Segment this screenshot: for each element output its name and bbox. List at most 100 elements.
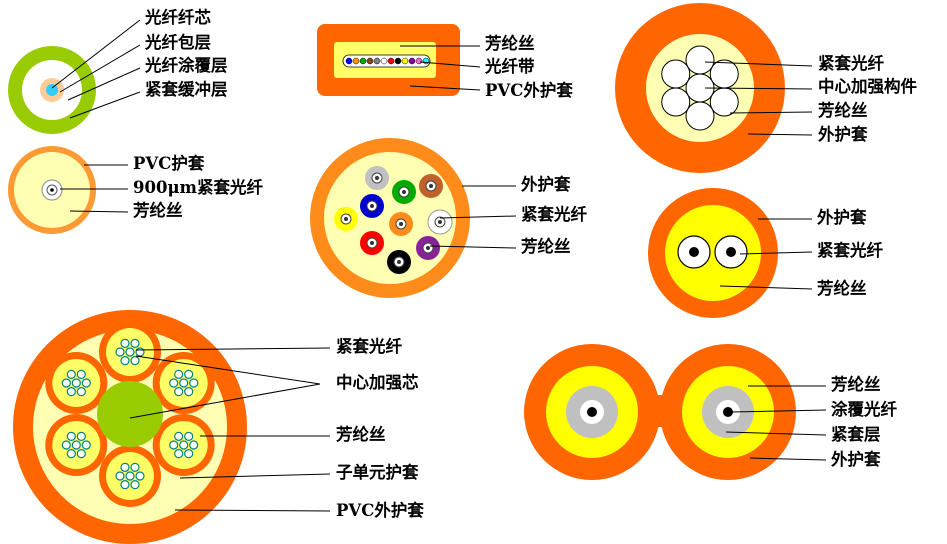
diagram-eight-fiber-cable: 外护套 紧套光纤 芳纶丝 bbox=[310, 138, 588, 298]
leader-line bbox=[719, 285, 813, 290]
ribbon-fiber bbox=[394, 57, 402, 65]
subunit-fiber bbox=[76, 431, 86, 441]
ribbon-fiber bbox=[408, 57, 416, 65]
subunit-fiber bbox=[120, 480, 130, 490]
leader-line bbox=[409, 85, 481, 91]
leader-line bbox=[739, 251, 813, 255]
ribbon-fiber bbox=[352, 57, 360, 65]
label: 中心加强构件 bbox=[818, 76, 918, 96]
label: 子单元护套 bbox=[336, 462, 419, 482]
ribbon-fiber bbox=[401, 57, 409, 65]
diagram-breakout-cable: 紧套光纤 中心加强芯 芳纶丝 子单元护套 PVC外护套 bbox=[13, 310, 424, 544]
subunit-fiber bbox=[115, 471, 125, 481]
leader-line bbox=[725, 431, 827, 436]
leader-line bbox=[704, 61, 813, 67]
fiber-core bbox=[370, 241, 374, 245]
label: 芳纶丝 bbox=[817, 278, 867, 298]
subunit-fiber bbox=[125, 347, 135, 357]
fiber-core bbox=[726, 247, 736, 257]
label: 900μm紧套光纤 bbox=[133, 177, 263, 197]
label: 芳纶丝 bbox=[831, 374, 881, 394]
leader-line bbox=[179, 473, 331, 479]
leader-line bbox=[135, 347, 331, 351]
subunit-fiber bbox=[130, 480, 140, 490]
label: 外护套 bbox=[831, 449, 881, 469]
leader-line bbox=[67, 67, 141, 101]
ribbon-fiber bbox=[359, 57, 367, 65]
subunit-fiber bbox=[184, 449, 194, 459]
label: 光纤带 bbox=[484, 56, 535, 76]
fiber-core bbox=[375, 176, 379, 180]
leader-line bbox=[174, 509, 331, 512]
subunit-fiber bbox=[174, 449, 184, 459]
subunit-fiber bbox=[115, 347, 125, 357]
label: 涂覆光纤 bbox=[831, 399, 898, 419]
subunit-fiber bbox=[66, 369, 76, 379]
subunit-fiber bbox=[81, 378, 91, 388]
fiber-core bbox=[344, 217, 348, 221]
fiber-core bbox=[426, 246, 430, 250]
tight-buffered-fiber bbox=[661, 59, 691, 89]
ribbon-fiber bbox=[366, 57, 374, 65]
label: 紧套缓冲层 bbox=[145, 79, 228, 99]
label: 紧套光纤 bbox=[336, 336, 403, 356]
diagram-zipcord-duplex-cable: 芳纶丝 涂覆光纤 紧套层 外护套 bbox=[524, 344, 898, 480]
label: 芳纶丝 bbox=[818, 100, 868, 120]
subunit-fiber bbox=[189, 378, 199, 388]
tight-buffered-fiber bbox=[685, 45, 715, 75]
leader-line bbox=[439, 215, 517, 219]
subunit-fiber bbox=[184, 387, 194, 397]
label: 中心加强芯 bbox=[336, 372, 419, 392]
ribbon-fiber bbox=[380, 57, 388, 65]
diagram-single-fiber: 光纤纤芯 光纤包层 光纤涂覆层 紧套缓冲层 bbox=[8, 7, 228, 134]
subunit-fiber bbox=[120, 338, 130, 348]
subunit-fiber bbox=[169, 440, 179, 450]
subunit-fiber bbox=[179, 378, 189, 388]
leader-line bbox=[59, 44, 141, 93]
tight-buffered-fibers bbox=[661, 45, 739, 131]
subunit-fiber bbox=[71, 378, 81, 388]
subunit-fiber bbox=[66, 449, 76, 459]
fiber-core bbox=[370, 204, 374, 208]
tight-buffered-fiber bbox=[709, 59, 739, 89]
label: 芳纶丝 bbox=[521, 236, 571, 256]
label: PVC外护套 bbox=[336, 500, 424, 520]
subunit-fiber bbox=[130, 462, 140, 472]
subunit-fiber bbox=[61, 440, 71, 450]
diagram-ribbon-cable: 芳纶丝 光纤带 PVC外护套 bbox=[317, 24, 573, 100]
subunit-fiber bbox=[174, 369, 184, 379]
subunit-fiber bbox=[189, 440, 199, 450]
fiber-core bbox=[429, 184, 433, 188]
subunit-fiber bbox=[184, 431, 194, 441]
ribbon-fiber bbox=[415, 57, 423, 65]
fiber-core bbox=[399, 222, 403, 226]
leader-line bbox=[729, 111, 813, 114]
aramid-yarn bbox=[665, 205, 761, 301]
label: 外护套 bbox=[818, 124, 868, 144]
subunit-fiber bbox=[125, 471, 135, 481]
tight-buffered-fiber bbox=[661, 87, 691, 117]
tight-buffered-fiber bbox=[685, 101, 715, 131]
fiber-core-right bbox=[723, 407, 733, 417]
subunit-fiber bbox=[66, 431, 76, 441]
subunit-fiber bbox=[120, 462, 130, 472]
subunit-fiber bbox=[135, 471, 145, 481]
label: 外护套 bbox=[817, 207, 867, 227]
ribbon-fiber bbox=[387, 57, 395, 65]
label: 芳纶丝 bbox=[485, 33, 535, 53]
leader-line bbox=[135, 355, 321, 385]
leader-line bbox=[429, 245, 517, 249]
label: 光纤涂覆层 bbox=[144, 55, 228, 75]
leader-line bbox=[51, 19, 141, 89]
subunit-fiber bbox=[174, 431, 184, 441]
leader-line bbox=[69, 91, 141, 119]
subunit-fiber bbox=[76, 449, 86, 459]
subunit-fiber bbox=[76, 369, 86, 379]
fiber-core bbox=[402, 190, 406, 194]
leader-line bbox=[704, 87, 813, 90]
subunit-fiber bbox=[130, 356, 140, 366]
subunit-fiber bbox=[169, 378, 179, 388]
tight-buffered-fibers bbox=[334, 166, 453, 274]
